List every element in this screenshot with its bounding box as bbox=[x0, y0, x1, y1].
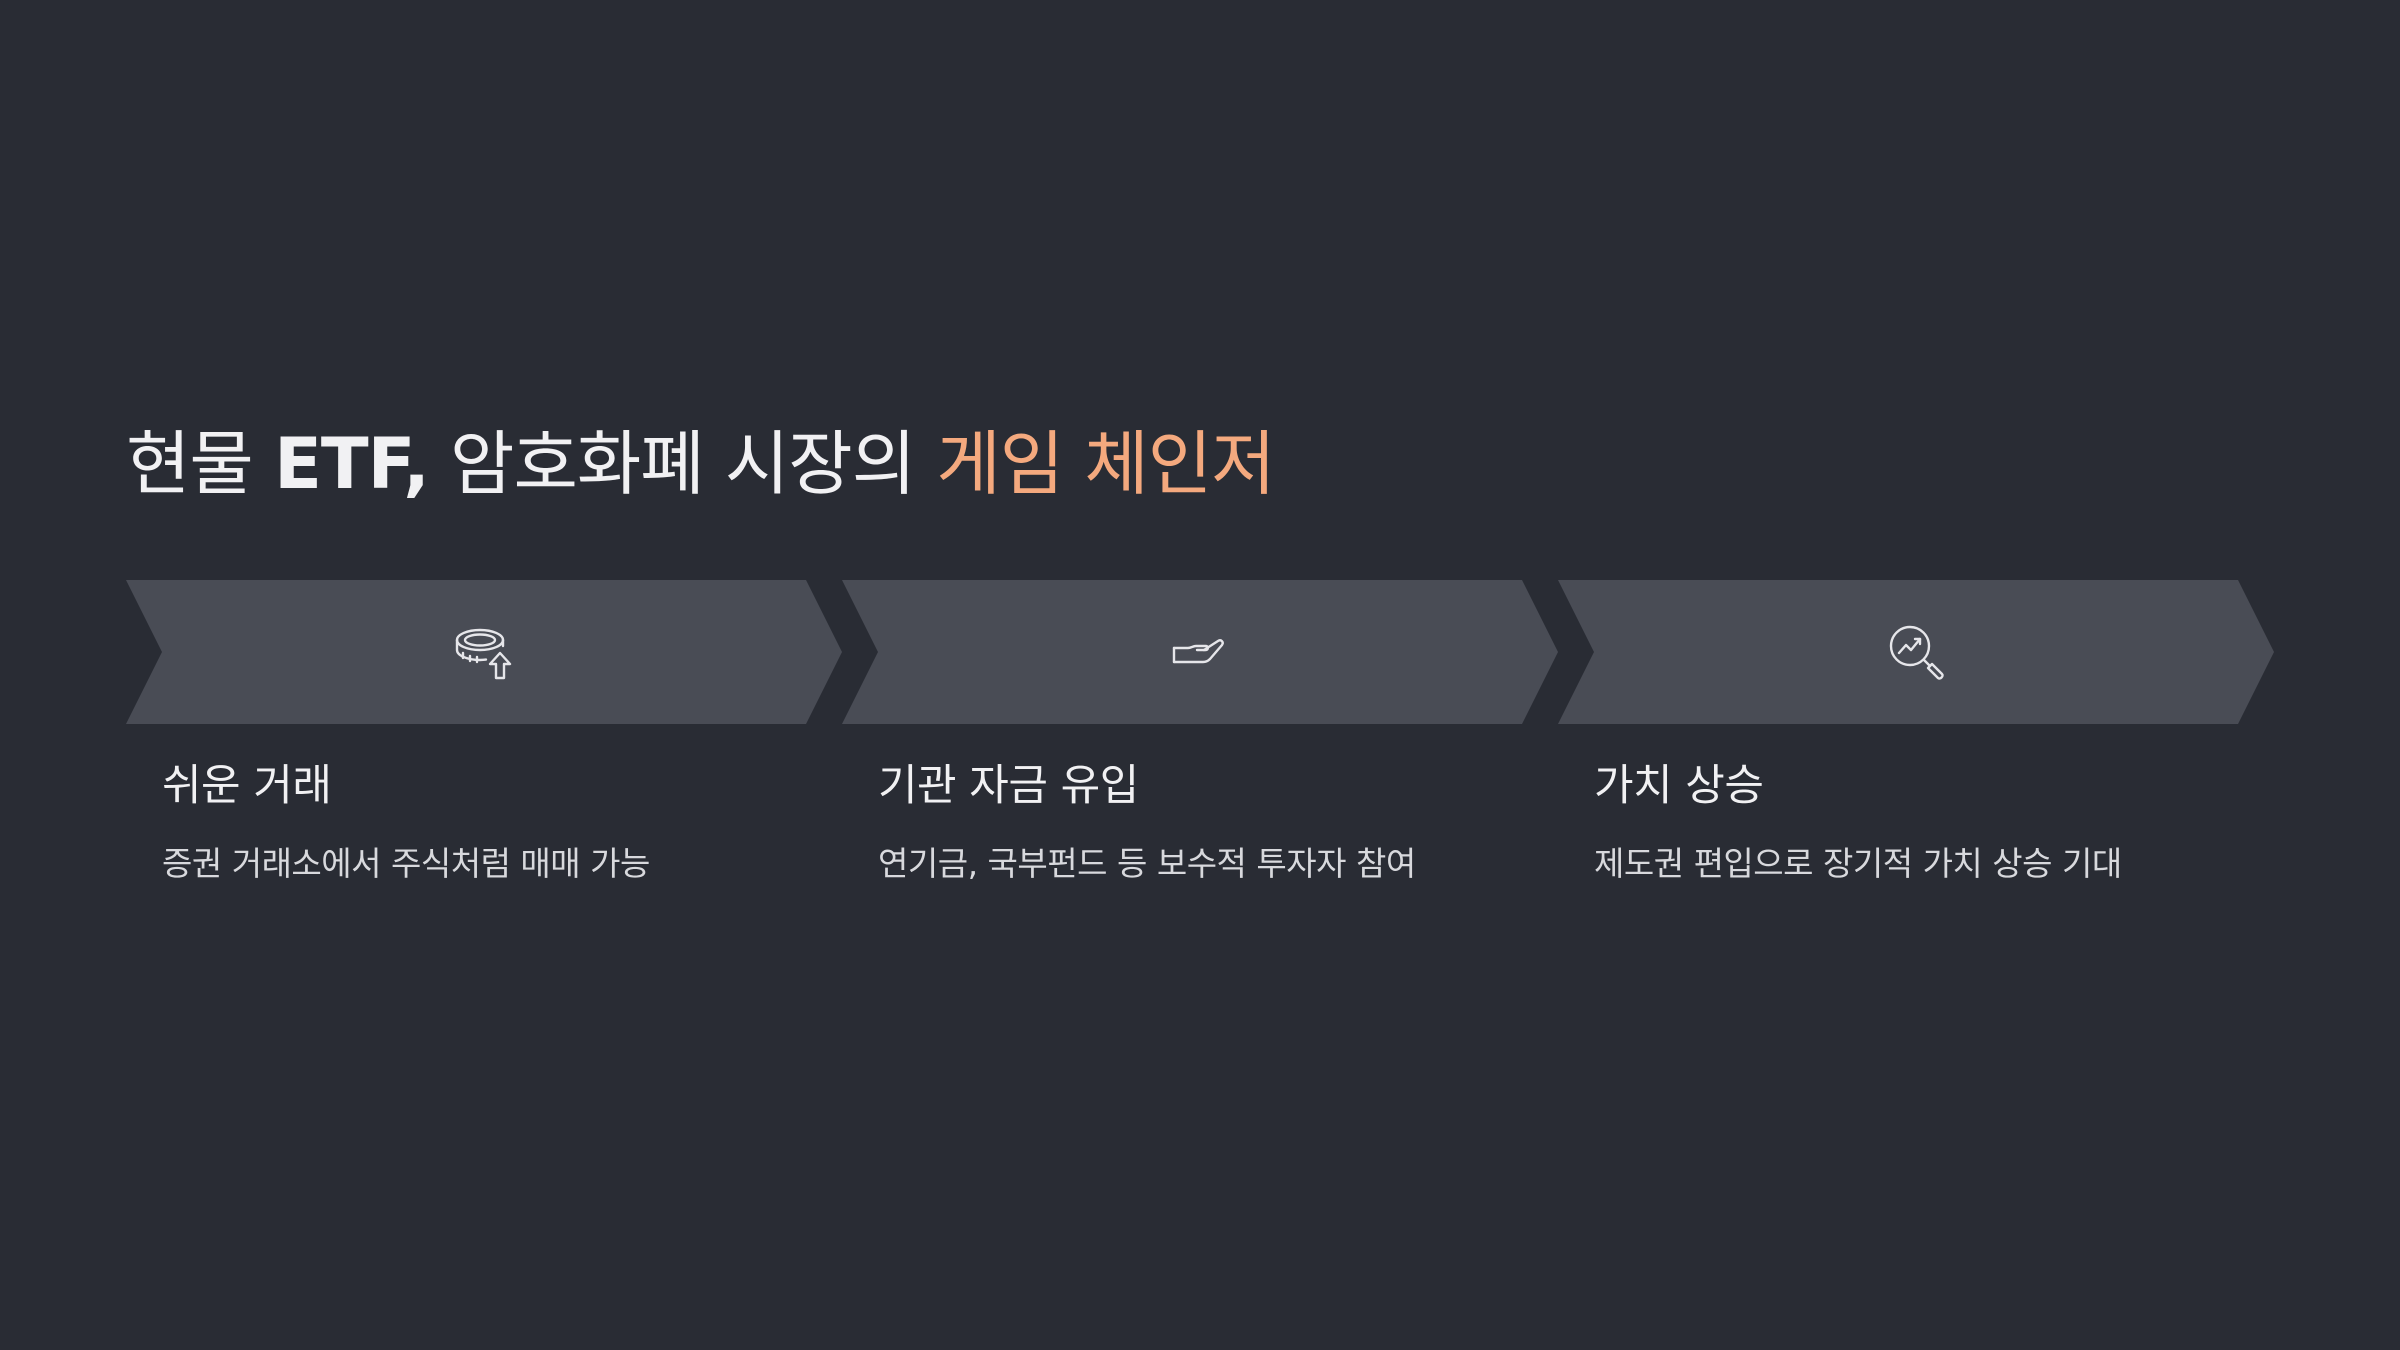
step-1-chevron bbox=[126, 580, 842, 724]
title-prefix: 현물 bbox=[126, 423, 275, 505]
step-2-title: 기관 자금 유입 bbox=[878, 761, 1139, 811]
step-3-chevron bbox=[1558, 580, 2274, 724]
hand-receive-icon bbox=[1168, 620, 1232, 684]
title-middle: 암호화폐 시장의 bbox=[428, 423, 937, 505]
step-1-description: 증권 거래소에서 주식처럼 매매 가능 bbox=[162, 844, 650, 883]
title-accent: 게임 체인저 bbox=[936, 423, 1275, 505]
chart-magnifier-icon bbox=[1884, 620, 1948, 684]
step-2-description: 연기금, 국부펀드 등 보수적 투자자 참여 bbox=[878, 844, 1416, 883]
step-3-description: 제도권 편입으로 장기적 가치 상승 기대 bbox=[1594, 844, 2122, 883]
page-title: 현물 ETF, 암호화폐 시장의 게임 체인저 bbox=[126, 418, 1276, 510]
title-etf: ETF, bbox=[274, 423, 430, 505]
step-1-title: 쉬운 거래 bbox=[162, 761, 332, 811]
coin-upload-icon bbox=[450, 620, 514, 684]
step-3-title: 가치 상승 bbox=[1594, 761, 1764, 811]
step-2-chevron bbox=[842, 580, 1558, 724]
